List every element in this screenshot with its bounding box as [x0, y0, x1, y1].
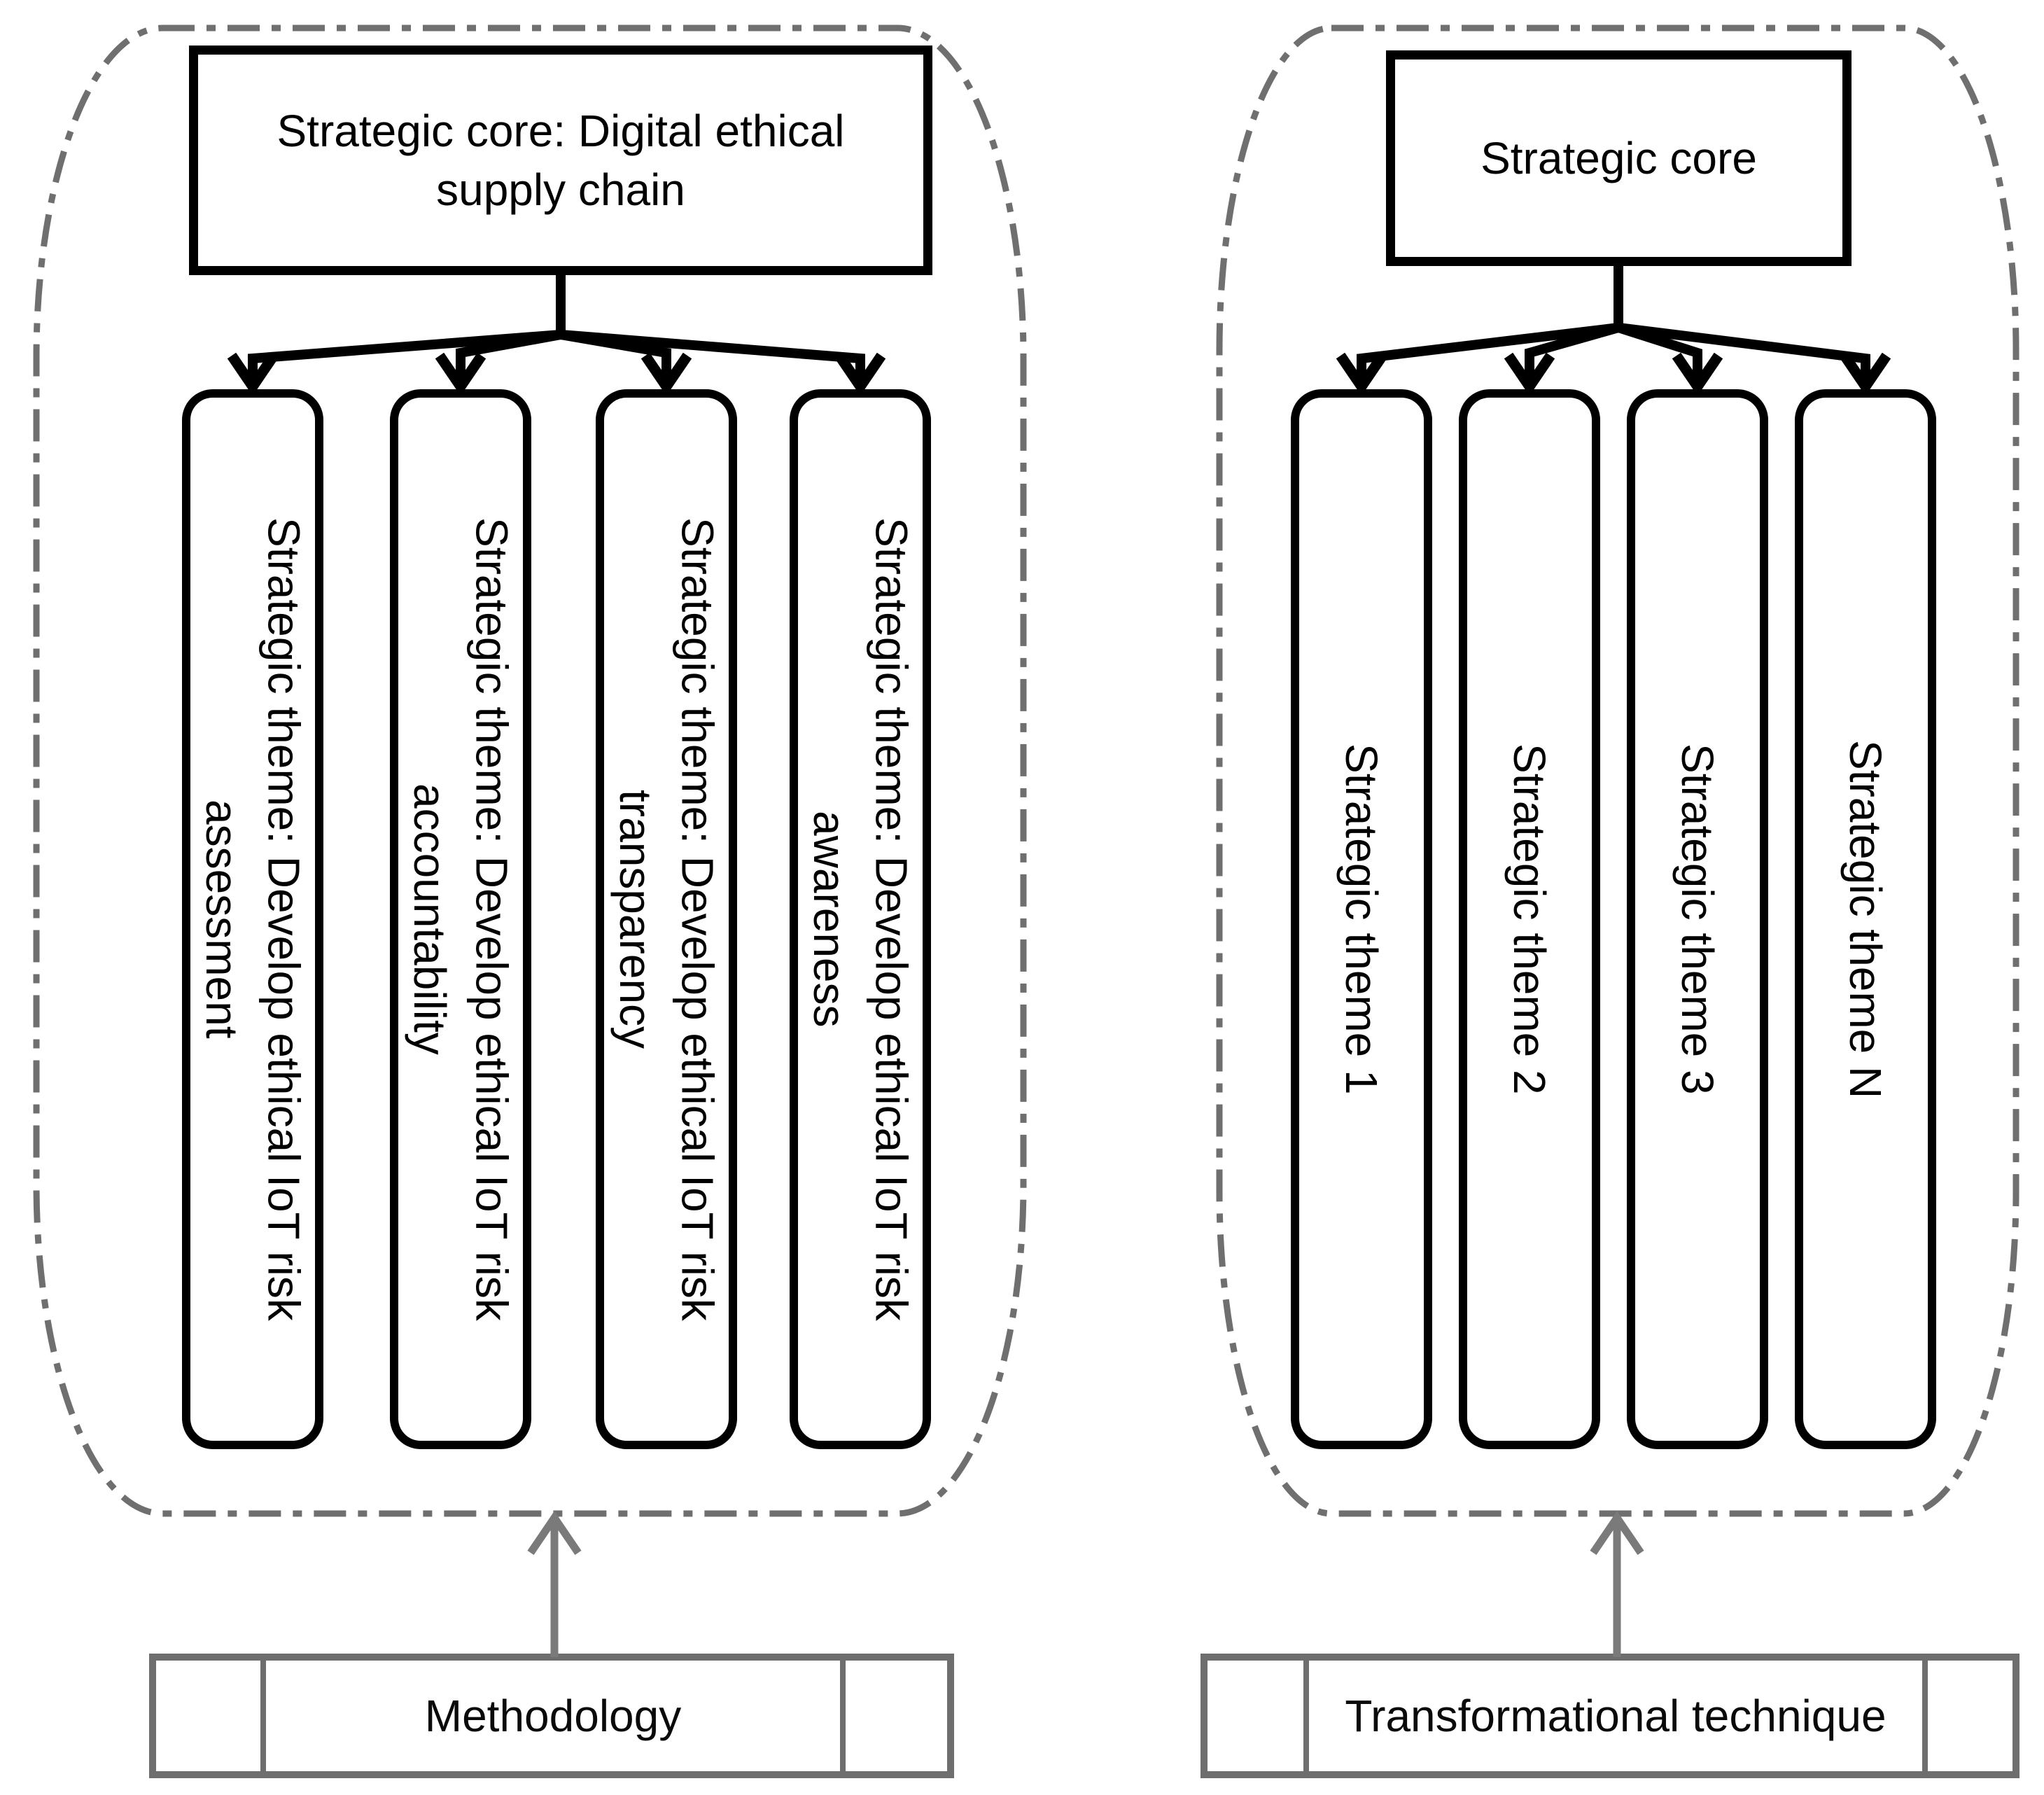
right-theme-label-4: Strategic theme N: [1840, 739, 1891, 1099]
right-theme-box-3: Strategic theme 3: [1627, 389, 1768, 1449]
left-theme-box-3: Strategic theme: Develop ethical IoT ris…: [596, 389, 737, 1449]
left-theme-label-2: Strategic theme: Develop ethical IoT ris…: [405, 517, 517, 1321]
left-branch-arrowhead-1-icon: [227, 352, 279, 396]
left-branch-arrowhead-2-icon: [435, 352, 486, 396]
left-theme-label-4: Strategic theme: Develop ethical IoT ris…: [804, 517, 917, 1321]
left-theme-box-2: Strategic theme: Develop ethical IoT ris…: [390, 389, 531, 1449]
transformational-box-frame: [1200, 1654, 2019, 1778]
right-theme-box-1: Strategic theme 1: [1291, 389, 1432, 1449]
methodology-box-frame: [149, 1654, 954, 1778]
right-branch-line-2: [1525, 323, 1620, 382]
left-strategic-core-box: Strategic core: Digital ethical supply c…: [189, 46, 932, 275]
transformational-arrowhead-icon: [1590, 1511, 1644, 1556]
right-branch-arrowhead-1-icon: [1336, 352, 1387, 396]
right-theme-box-4: Strategic theme N: [1795, 389, 1936, 1449]
right-theme-label-1: Strategic theme 1: [1336, 743, 1387, 1095]
left-theme-box-4: Strategic theme: Develop ethical IoT ris…: [790, 389, 931, 1449]
left-branch-line-4: [560, 330, 865, 382]
left-branch-line-1: [248, 330, 561, 382]
left-branch-arrowhead-4-icon: [834, 352, 886, 396]
left-branch-line-2: [456, 330, 562, 382]
methodology-arrowhead-icon: [527, 1511, 582, 1556]
right-theme-box-2: Strategic theme 2: [1459, 389, 1600, 1449]
left-theme-label-1: Strategic theme: Develop ethical IoT ris…: [197, 517, 309, 1321]
right-branch-line-3: [1616, 323, 1702, 382]
right-strategic-core-box: Strategic core: [1386, 50, 1851, 266]
right-branch-arrowhead-3-icon: [1672, 352, 1723, 396]
right-theme-label-3: Strategic theme 3: [1672, 743, 1723, 1095]
right-theme-label-2: Strategic theme 2: [1504, 743, 1555, 1095]
left-theme-box-1: Strategic theme: Develop ethical IoT ris…: [182, 389, 323, 1449]
right-branch-arrowhead-2-icon: [1504, 352, 1555, 396]
transformational-technique-label: Transformational technique: [1345, 1691, 1886, 1741]
left-theme-label-3: Strategic theme: Develop ethical IoT ris…: [610, 517, 723, 1321]
left-group-boundary: [33, 25, 1027, 1517]
right-branch-line-4: [1618, 323, 1870, 382]
methodology-label: Methodology: [424, 1691, 682, 1741]
right-branch-arrowhead-4-icon: [1840, 352, 1891, 396]
right-branch-line-1: [1357, 323, 1619, 382]
left-branch-arrowhead-3-icon: [640, 352, 692, 396]
